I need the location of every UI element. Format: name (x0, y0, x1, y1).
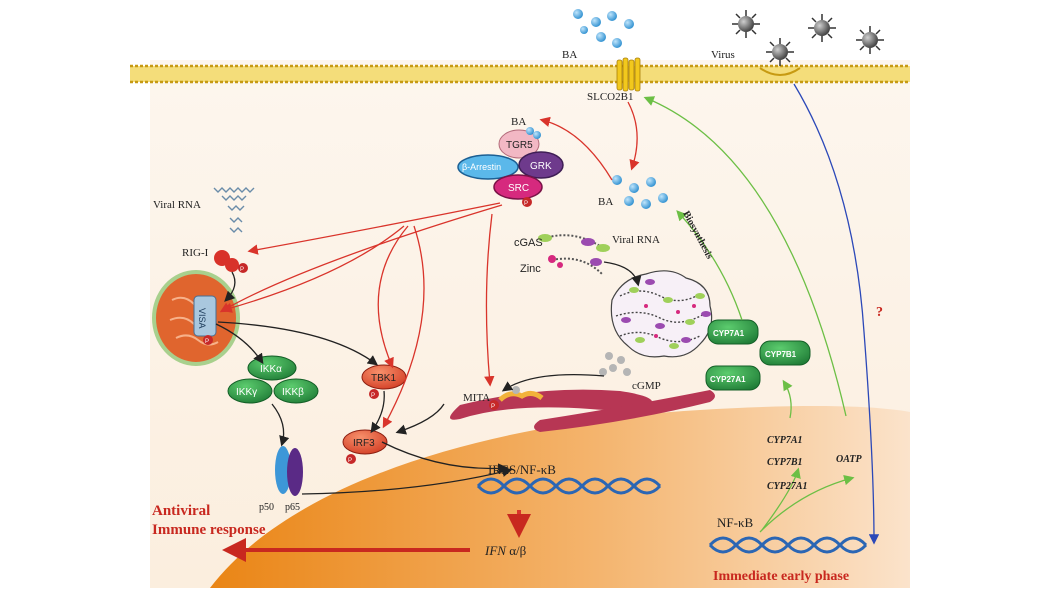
label-grk: GRK (530, 161, 552, 172)
label-antiviral: Antiviral (152, 503, 210, 519)
label-ikk-beta: IKKβ (282, 387, 304, 398)
phospho-tbk1: P (371, 393, 375, 399)
cyp-enzymes (705, 319, 811, 391)
label-ifn: IFN α/β (484, 543, 527, 558)
phospho-rig-i: P (240, 267, 244, 273)
label-cyp27a1-gene: CYP27A1 (767, 481, 808, 492)
label-ifn-rest: α/β (506, 543, 527, 558)
label-tbk1: TBK1 (371, 373, 396, 384)
label-cyp7b1-box: CYP7B1 (765, 350, 797, 359)
p50-p65 (275, 446, 303, 496)
cgas-zinc (538, 234, 610, 275)
label-ikk-alpha: IKKα (260, 364, 282, 375)
red-arrows (219, 101, 640, 429)
green-arrows (643, 96, 855, 533)
virus-particles (732, 10, 884, 66)
label-cgas: cGAS (514, 237, 543, 249)
irf3 (342, 429, 388, 464)
label-slco2b1: SLCO2B1 (587, 91, 633, 103)
label-cyp7b1-gene: CYP7B1 (767, 457, 803, 468)
label-cyp7a1-gene: CYP7A1 (767, 435, 803, 446)
label-ifn-italic: IFN (484, 543, 507, 558)
label-ba-top: BA (562, 49, 577, 61)
label-virus: Virus (711, 49, 735, 61)
label-ba-tgr5: BA (511, 116, 526, 128)
label-viral-rna-mid: Viral RNA (612, 234, 660, 246)
label-oatp: OATP (836, 454, 862, 465)
label-nfkb-right: NF-κB (717, 515, 753, 530)
label-cyp7a1-box: CYP7A1 (713, 329, 745, 338)
label-mita: MITA (463, 392, 490, 404)
label-ba-mid: BA (598, 196, 613, 208)
membrane-dip (759, 67, 801, 76)
label-irf3: IRF3 (353, 438, 375, 449)
slco2b1-transporter (616, 57, 641, 92)
label-cyp27a1-box: CYP27A1 (710, 375, 746, 384)
dna-helix-right (708, 536, 868, 554)
phospho-irf3: P (348, 458, 352, 464)
cell-membrane (130, 64, 910, 84)
label-zinc: Zinc (520, 263, 541, 275)
label-p65: p65 (285, 502, 300, 513)
label-src: SRC (508, 183, 529, 194)
black-arrows (215, 261, 642, 495)
label-question: ? (876, 305, 883, 320)
dna-helix-center (476, 477, 662, 495)
label-immune-response: Immune response (152, 522, 266, 538)
bile-acid-particles-top (573, 9, 634, 48)
label-viral-rna-left: Viral RNA (153, 199, 201, 211)
viral-rna-left (213, 187, 255, 233)
phospho-mita: P (491, 404, 495, 410)
label-p50: p50 (259, 502, 274, 513)
bile-acid-particles-mid (612, 175, 668, 209)
tgr5-complex (457, 127, 564, 207)
rig-i (214, 250, 248, 273)
label-ikk-gamma: IKKγ (236, 387, 257, 398)
phospho-src: P (524, 201, 528, 207)
label-tgr5: TGR5 (506, 140, 533, 151)
mitochondrion (152, 270, 240, 366)
label-immediate-early: Immediate early phase (713, 569, 849, 584)
label-visa: VISA (197, 308, 207, 329)
label-ires-nfkb: IRES/NF-κB (488, 462, 556, 477)
label-beta-arrestin: β-Arrestin (462, 162, 501, 172)
cgas-condensate (610, 270, 713, 358)
phospho-visa: P (205, 339, 209, 345)
label-rig-i: RIG-I (182, 247, 209, 259)
cgmp-particles (599, 352, 631, 376)
endoplasmic-reticulum (450, 386, 715, 432)
blue-arrow (793, 83, 880, 545)
label-cgmp: cGMP (632, 380, 661, 392)
